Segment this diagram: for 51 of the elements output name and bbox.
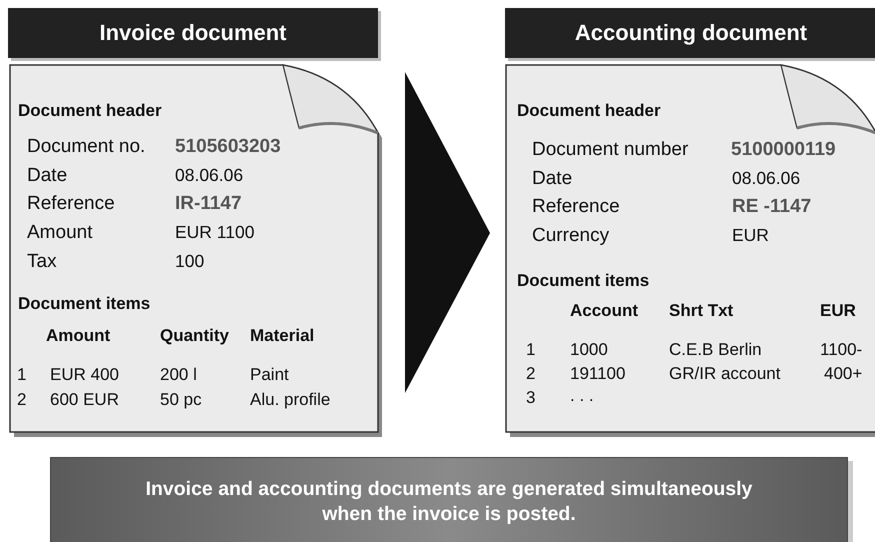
title-bar: Invoice document: [8, 8, 378, 58]
section-heading: Document items: [18, 295, 150, 312]
column-header: Amount: [46, 327, 110, 344]
table-cell: 191100: [570, 365, 626, 382]
section-heading: Document header: [517, 102, 661, 119]
table-cell: 400+: [824, 365, 862, 382]
table-cell: 1: [526, 341, 536, 358]
column-header: Account: [570, 302, 638, 319]
table-cell: EUR 400: [50, 366, 119, 383]
section-heading: Document items: [517, 272, 650, 289]
table-cell: 1000: [570, 341, 608, 358]
field-value: RE -1147: [732, 197, 812, 216]
field-label: Reference: [532, 197, 620, 216]
field-label: Document no.: [27, 137, 146, 156]
field-value: EUR 1100: [175, 224, 254, 242]
document-page: [506, 65, 875, 437]
table-cell: 3: [526, 389, 536, 406]
field-label: Date: [27, 166, 68, 185]
field-label: Reference: [27, 194, 115, 213]
field-label: Currency: [532, 226, 610, 245]
table-cell: 1100-: [820, 341, 862, 358]
chevron-arrow: [405, 72, 490, 393]
table-cell: C.E.B Berlin: [669, 341, 762, 358]
column-header: Material: [250, 327, 314, 344]
column-header: Shrt Txt: [669, 302, 734, 319]
field-value: 100: [175, 253, 204, 270]
table-cell: Alu. profile: [250, 391, 330, 408]
column-header: Quantity: [160, 327, 229, 344]
field-value: 5105603203: [175, 137, 281, 156]
table-cell: 2: [17, 391, 26, 408]
field-value: 08.06.06: [175, 167, 244, 184]
document-page: [10, 65, 382, 437]
table-cell: 200 l: [160, 366, 197, 383]
field-value: 08.06.06: [732, 170, 800, 188]
field-value: EUR: [732, 227, 769, 244]
field-label: Date: [532, 169, 572, 188]
column-header: EUR: [820, 302, 856, 319]
field-label: Amount: [27, 223, 92, 242]
section-heading: Document header: [18, 102, 162, 119]
field-label: Tax: [27, 252, 57, 271]
table-cell: Paint: [250, 366, 289, 383]
table-cell: 600 EUR: [50, 391, 119, 408]
table-cell: 1: [17, 366, 26, 383]
table-cell: . . .: [570, 387, 594, 404]
title-bar: Accounting document: [505, 8, 875, 58]
table-cell: GR/IR account: [669, 365, 780, 382]
table-cell: 50 pc: [160, 391, 202, 408]
table-cell: 2: [526, 365, 536, 382]
field-value: IR-1147: [175, 194, 242, 213]
field-value: 5100000119: [731, 140, 836, 159]
field-label: Document number: [532, 140, 688, 159]
